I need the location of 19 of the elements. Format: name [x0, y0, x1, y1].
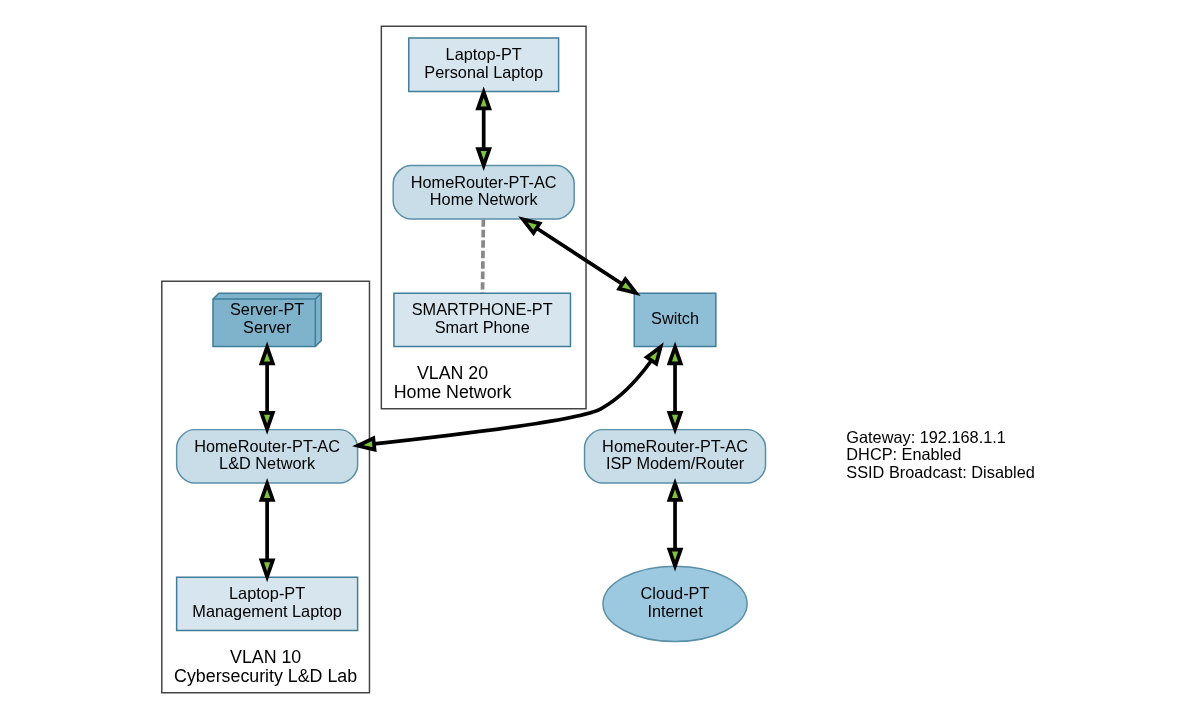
arrow [351, 342, 664, 453]
label: Gateway: 192.168.1.1 [845, 427, 1006, 446]
arrow [666, 478, 683, 572]
node-box: SMARTPHONE-PT Smart Phone [392, 292, 571, 348]
connector [480, 219, 485, 294]
node-box: Laptop-PT Management Laptop [175, 576, 358, 632]
label: SSID Broadcast: Disabled [845, 463, 1035, 482]
node-box: HomeRouter-PT-AC L&D Network [175, 428, 358, 484]
node-box: Laptop-PT Personal Laptop [407, 37, 559, 93]
arrow [258, 341, 275, 435]
arrow [474, 86, 492, 172]
node-ellipse: Cloud-PT Internet [601, 565, 748, 643]
arrow [517, 216, 641, 296]
label: DHCP: Enabled [845, 445, 961, 464]
node-box: HomeRouter-PT-AC Home Network [391, 164, 575, 220]
node-box: Switch [633, 292, 717, 348]
arrow [666, 341, 683, 435]
node-box: HomeRouter-PT-AC ISP Modem/Router [583, 428, 766, 484]
arrow [258, 478, 275, 583]
